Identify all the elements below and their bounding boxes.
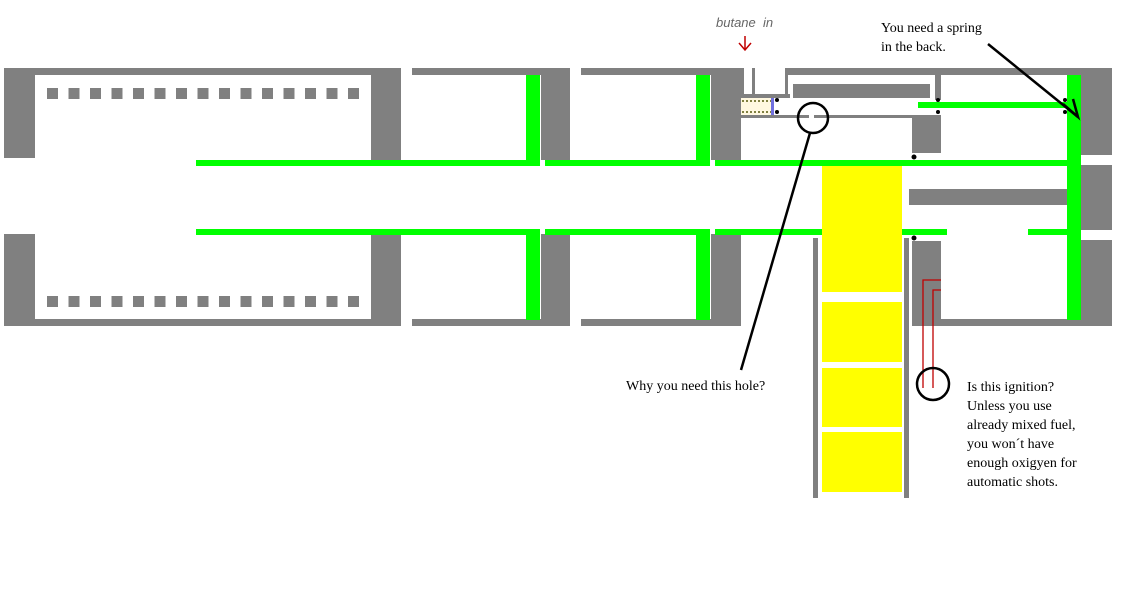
ignition-circle xyxy=(915,366,951,402)
vent-hole xyxy=(197,296,209,307)
vent-hole xyxy=(240,88,252,99)
vent-hole xyxy=(47,296,58,307)
vent-hole xyxy=(176,296,187,307)
vent-hole xyxy=(154,88,166,99)
vent-hole xyxy=(133,296,144,307)
pivot-dots xyxy=(775,98,1067,241)
hole-pointer-line xyxy=(739,132,812,371)
ignition-wire xyxy=(922,279,941,388)
ignition-note-line: Unless you use xyxy=(967,399,1052,414)
vent-hole xyxy=(262,88,273,99)
ignition-note-line: you won´t have xyxy=(967,437,1055,452)
fuel-cells xyxy=(822,166,902,492)
ignition-note-line: Is this ignition? xyxy=(967,380,1055,395)
hole-note: Why you need this hole? xyxy=(626,379,766,394)
vent-hole xyxy=(47,88,58,99)
butane-arrow-icon xyxy=(738,36,752,52)
vent-hole xyxy=(262,296,273,307)
vent-hole xyxy=(283,88,295,99)
annotation-marks xyxy=(739,43,1081,402)
vent-hole xyxy=(326,296,338,307)
vent-hole xyxy=(305,88,316,99)
vent-hole xyxy=(176,88,187,99)
spring-note-line: in the back. xyxy=(881,40,946,55)
vent-hole xyxy=(219,296,230,307)
hole-circle xyxy=(796,101,830,135)
spring xyxy=(741,98,774,115)
vent-hole xyxy=(219,88,230,99)
ignition-note-line: automatic shots. xyxy=(967,475,1058,490)
vent-hole xyxy=(90,88,101,99)
spring-note-line: You need a spring xyxy=(881,21,982,36)
vent-holes xyxy=(47,88,359,307)
vent-hole xyxy=(348,296,359,307)
vent-hole xyxy=(240,296,252,307)
vent-hole xyxy=(111,88,123,99)
vent-hole xyxy=(154,296,166,307)
vent-hole xyxy=(326,88,338,99)
ignition-note-line: already mixed fuel, xyxy=(967,418,1076,433)
barrel-section-2 xyxy=(412,68,741,326)
vent-hole xyxy=(68,296,80,307)
vent-hole xyxy=(111,296,123,307)
ignition-note-line: enough oxigyen for xyxy=(967,456,1077,471)
ignition-note: Is this ignition? Unless you use already… xyxy=(967,378,1077,492)
vent-hole xyxy=(197,88,209,99)
vent-hole xyxy=(90,296,101,307)
vent-hole xyxy=(68,88,80,99)
inlet-label: in xyxy=(763,15,774,30)
vent-hole xyxy=(283,296,295,307)
chamber-section xyxy=(741,68,1112,498)
vent-hole xyxy=(133,88,144,99)
vent-hole xyxy=(348,88,359,99)
vent-hole xyxy=(305,296,316,307)
spring-note: You need a spring in the back. xyxy=(881,19,982,57)
butane-label: butane xyxy=(716,15,756,30)
barrel-section-1 xyxy=(4,68,401,326)
